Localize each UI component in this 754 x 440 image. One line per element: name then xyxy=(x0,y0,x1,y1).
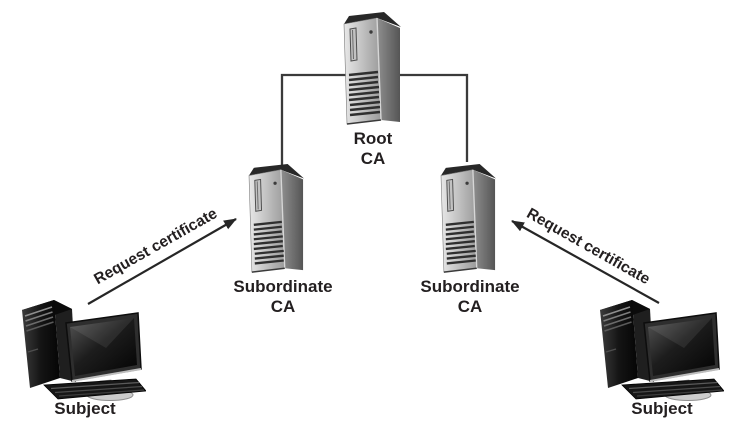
subordinate-ca-left-label-line1: Subordinate xyxy=(233,277,333,296)
root-ca-server-icon xyxy=(339,11,407,127)
subject-right-label: Subject xyxy=(631,399,693,418)
subordinate-ca-left-label: Subordinate CA xyxy=(213,277,353,317)
root-ca-label: Root CA xyxy=(313,129,433,169)
request-certificate-arrow-right xyxy=(511,220,660,304)
subject-left-label: Subject xyxy=(54,399,116,418)
request-certificate-arrow-left xyxy=(87,218,237,305)
subordinate-ca-left-label-line2: CA xyxy=(270,297,296,316)
subject-left-workstation-icon xyxy=(14,296,146,404)
subordinate-ca-right-label-line1: Subordinate xyxy=(420,277,520,296)
subordinate-ca-right-label: Subordinate CA xyxy=(400,277,540,317)
subordinate-ca-right-server-icon xyxy=(436,163,502,275)
root-ca-label-line1: Root xyxy=(353,129,393,148)
subordinate-ca-left-server-icon xyxy=(244,163,310,275)
subject-right-workstation-icon xyxy=(592,296,724,404)
root-ca-label-line2: CA xyxy=(360,149,386,168)
subordinate-ca-right-label-line2: CA xyxy=(457,297,483,316)
